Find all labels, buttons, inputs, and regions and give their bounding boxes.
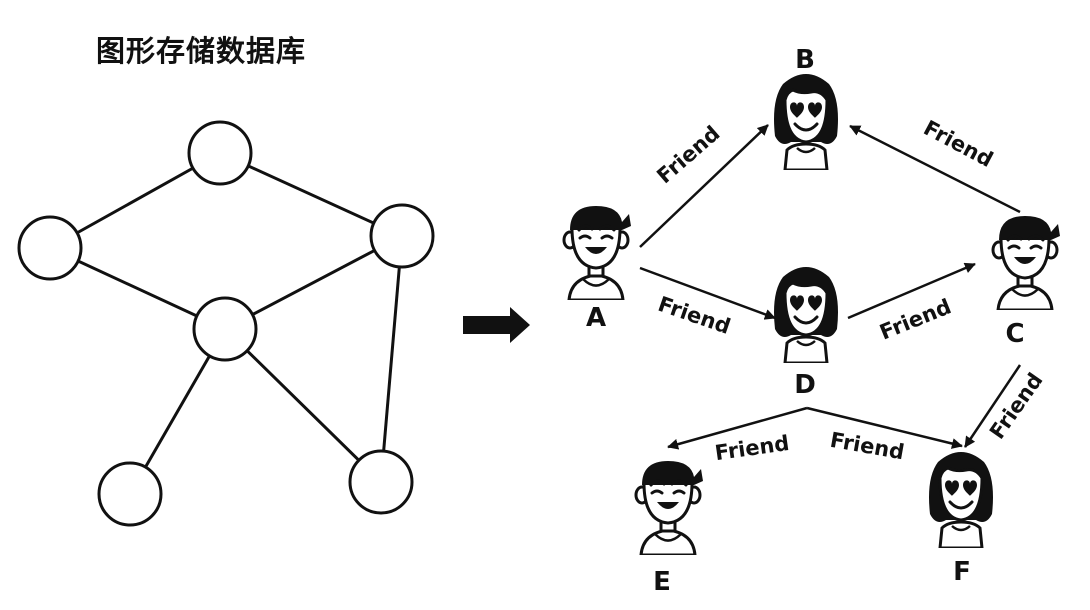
graph-node [192,296,258,362]
abstract-graph [17,120,435,527]
relation-edges [639,124,1022,450]
girl-hearts-icon [927,450,995,548]
graph-edge [224,234,403,331]
person-label-c: C [1005,319,1024,349]
graph-node [97,461,163,527]
right-arrow-icon [463,307,530,343]
friend-arrow-d-c [847,262,976,320]
girl-hearts-icon [772,265,840,363]
boy-cap-icon [634,459,703,555]
graph-node [348,449,414,515]
page-title: 图形存储数据库 [96,34,307,68]
graph-edge [223,327,383,484]
person-label-d: D [794,370,816,400]
friend-arrow-d-f [806,406,963,449]
graph-node [369,203,435,269]
person-label-f: F [953,557,971,587]
graph-edge [379,235,404,483]
person-label-a: A [586,303,606,333]
relation-label: Friend [828,428,906,465]
boy-cap-icon [562,204,631,300]
friend-arrow-d-e [667,406,808,450]
friend-arrow-a-b [639,124,769,248]
relation-label: Friend [713,431,790,465]
girl-hearts-icon [772,72,840,170]
friend-arrow-c-f [963,364,1022,448]
graph-edge [219,151,403,238]
relation-label: Friend [920,116,997,172]
person-label-b: B [795,45,815,75]
people-nodes: A B C D E F [562,45,1060,597]
relation-label: Friend [985,368,1048,443]
person-label-e: E [653,567,671,597]
friend-arrow-c-b [849,124,1021,214]
graph-node [187,120,253,186]
friend-arrow-a-d [639,266,776,320]
boy-cap-icon [991,214,1060,310]
graph-node [17,215,83,281]
